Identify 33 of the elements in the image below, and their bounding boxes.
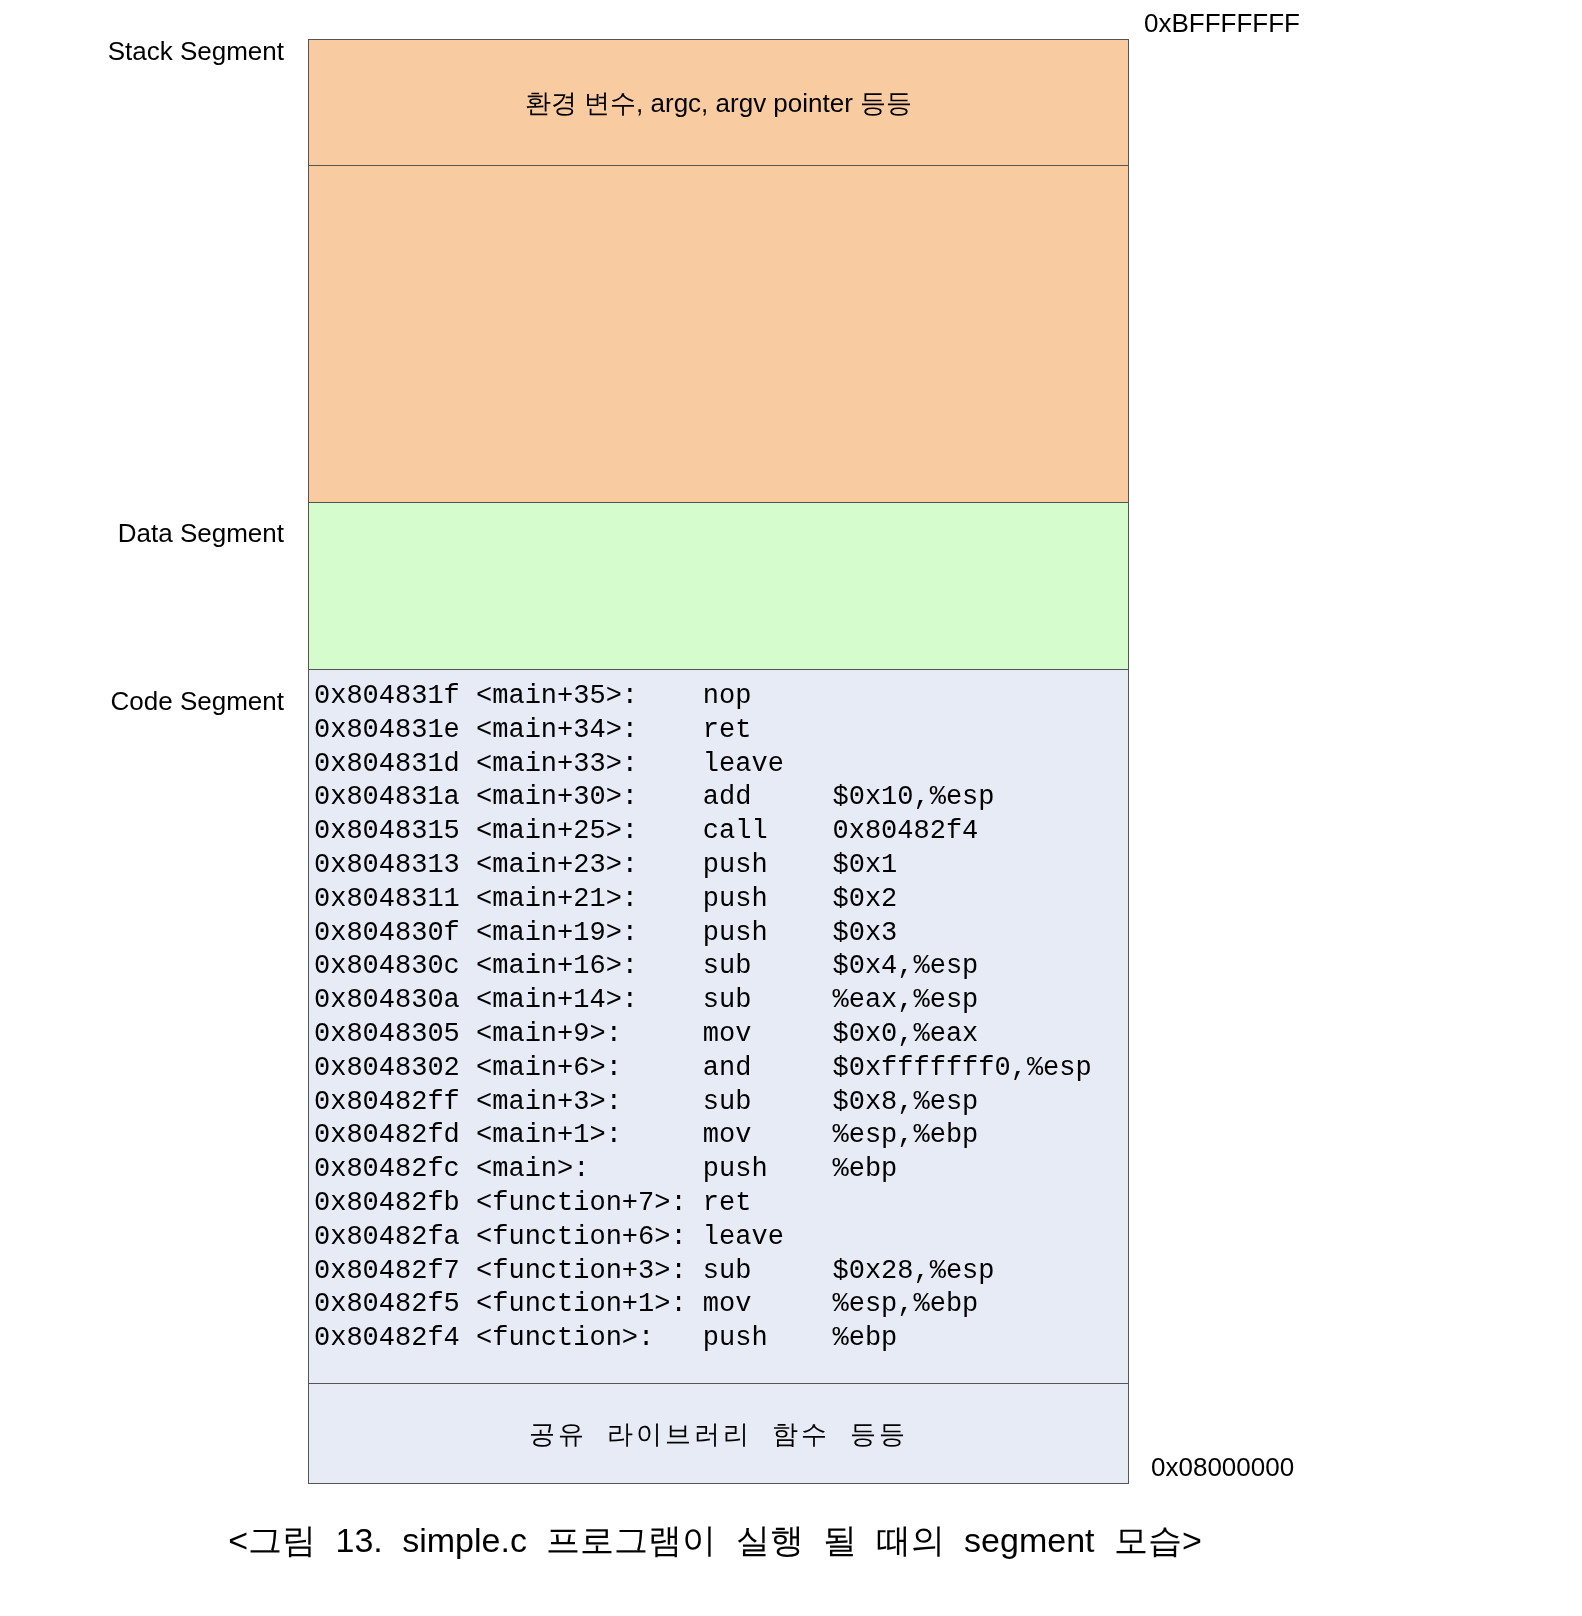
assembly-line: 0x8048302 <main+6>: and $0xfffffff0,%esp [314,1051,1092,1085]
assembly-line: 0x80482fc <main>: push %ebp [314,1153,898,1187]
assembly-line: 0x80482fb <function+7>: ret [314,1186,752,1220]
assembly-line: 0x804830f <main+19>: push $0x3 [314,916,898,950]
assembly-line: 0x804831a <main+30>: add $0x10,%esp [314,781,995,815]
address-label: 0xBFFFFFFF [1144,8,1300,39]
segment-name: Stack Segment [107,36,284,67]
address-label: 0x08000000 [1151,1452,1295,1483]
assembly-line: 0x8048313 <main+23>: push $0x1 [314,849,898,882]
assembly-line: 0x8048315 <main+25>: call 0x80482f4 [314,815,979,849]
segment-content-label: 환경 변수, argc, argv pointer 등등 [523,86,914,119]
assembly-line: 0x804831f <main+35>: nop [314,680,752,713]
assembly-line: 0x80482f4 <function>: push %ebp [314,1322,898,1356]
segment-content-label: 공유 라이브러리 함수 등등 [527,1417,910,1450]
assembly-line: 0x80482fa <function+6>: leave [314,1220,784,1254]
stack-box [308,39,1129,166]
assembly-line: 0x804831d <main+33>: leave [314,747,784,781]
segment-name: Code Segment [110,686,284,717]
assembly-line: 0x804830a <main+14>: sub %eax,%esp [314,984,979,1018]
assembly-line: 0x804830c <main+16>: sub $0x4,%esp [314,950,979,984]
assembly-line: 0x804831e <main+34>: ret [314,713,752,747]
segment-name: Data Segment [117,518,284,549]
figure-caption: <그림 13. simple.c 프로그램이 실행 될 때의 segment 모습> [227,1520,1203,1561]
assembly-line: 0x80482fd <main+1>: mov %esp,%ebp [314,1119,979,1153]
code-segment-box [308,669,1129,1384]
data-segment-box [308,502,1129,670]
assembly-line: 0x80482ff <main+3>: sub $0x8,%esp [314,1085,979,1119]
stack-box [308,165,1129,503]
assembly-line: 0x8048311 <main+21>: push $0x2 [314,882,898,916]
assembly-line: 0x8048305 <main+9>: mov $0x0,%eax [314,1017,979,1051]
shared-library-box [308,1383,1129,1484]
assembly-line: 0x80482f5 <function+1>: mov %esp,%ebp [314,1288,979,1322]
assembly-line: 0x80482f7 <function+3>: sub $0x28,%esp [314,1254,995,1288]
